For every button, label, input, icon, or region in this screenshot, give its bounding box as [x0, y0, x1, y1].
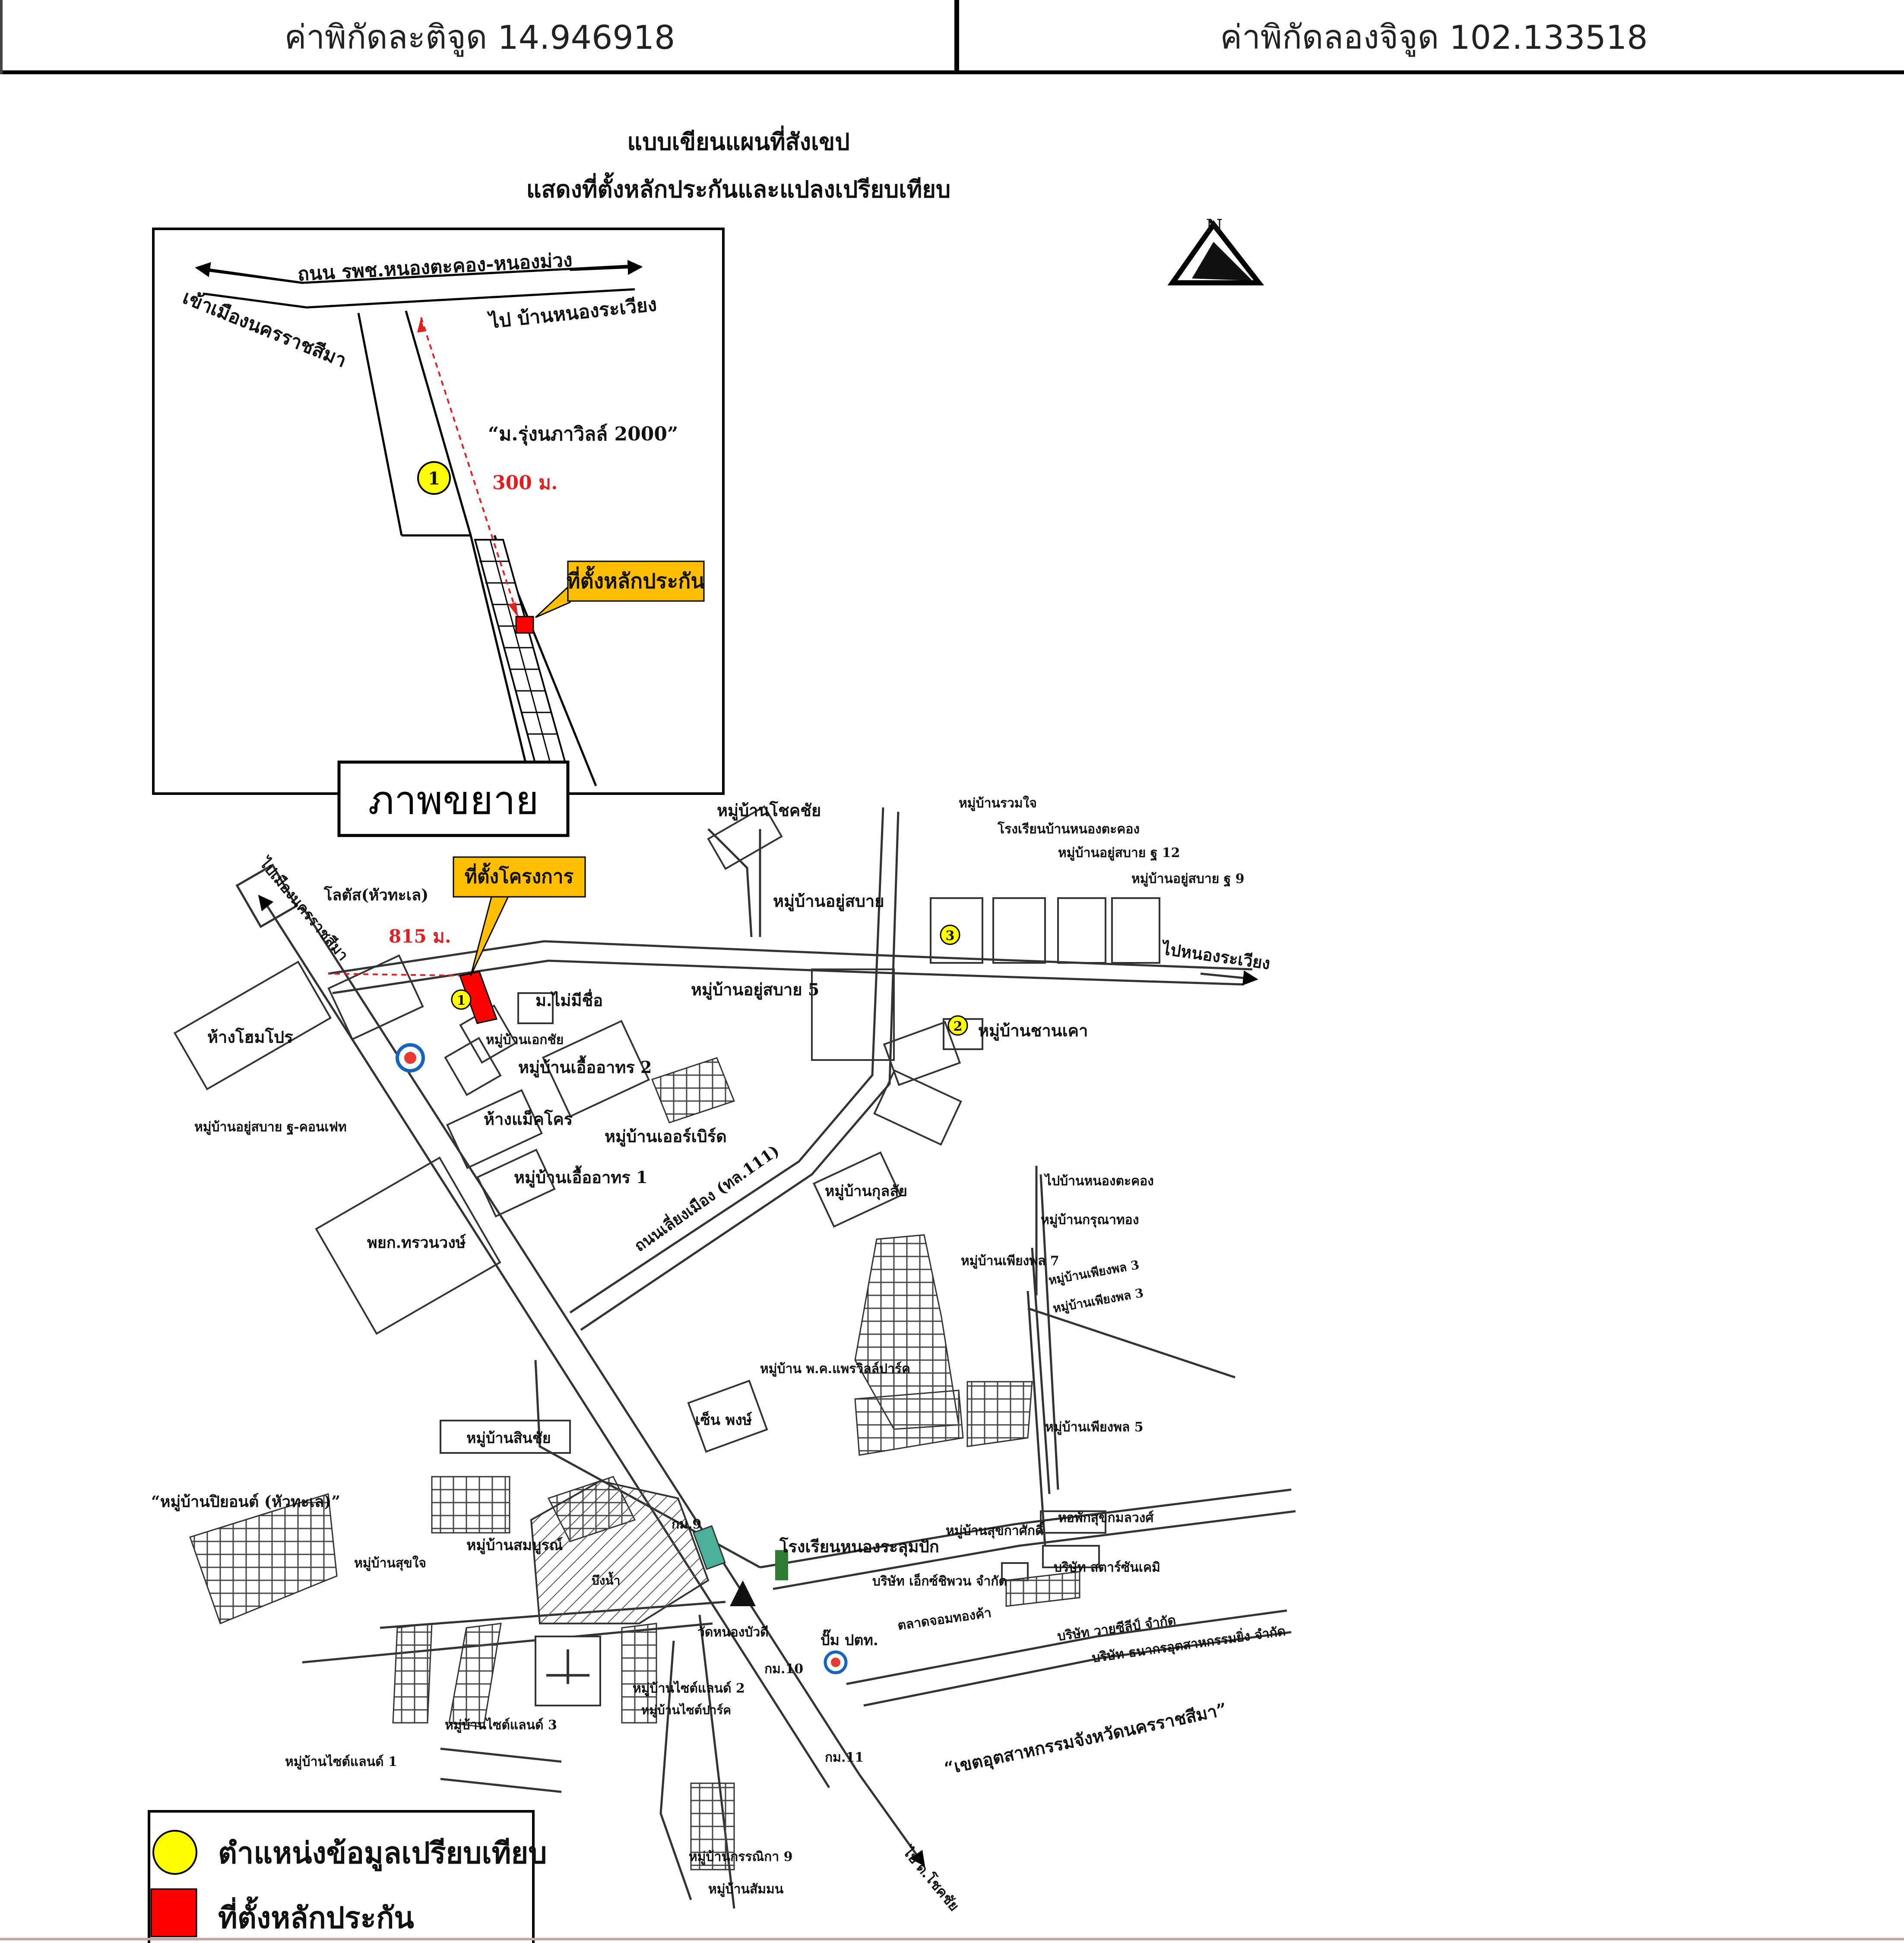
marker-3: 3: [940, 924, 960, 945]
map-title: แบบเขียนแผนที่สังเขป: [627, 128, 850, 155]
svg-text:2: 2: [954, 1019, 963, 1034]
map-subtitle: แสดงที่ตั้งหลักประกันและแปลงเปรียบเทียบ: [526, 175, 951, 203]
legend-red-square: [150, 1888, 197, 1937]
svg-text:หมู่บ้านสุขใจ: หมู่บ้านสุขใจ: [354, 1555, 426, 1571]
zoom-label-box: [337, 760, 570, 837]
svg-text:วัดหนองบัวดี: วัดหนองบัวดี: [697, 1625, 769, 1640]
svg-text:หมู่บ้านอยู่สบาย: หมู่บ้านอยู่สบาย: [773, 891, 884, 911]
svg-text:หมู่บ้านไซต์แลนด์ 3: หมู่บ้านไซต์แลนด์ 3: [445, 1717, 557, 1733]
longitude-cell: ค่าพิกัดลองจิจูด 102.133518: [954, 0, 1904, 74]
svg-text:หมู่บ้านกรรณิกา 9: หมู่บ้านกรรณิกา 9: [689, 1849, 793, 1865]
svg-text:หมู่บ้านชานเคา: หมู่บ้านชานเคา: [978, 1021, 1088, 1041]
svg-text:โลตัส(หัวทะเล): โลตัส(หัวทะเล): [323, 886, 428, 904]
gas-station-icon: [396, 1043, 425, 1073]
svg-text:บริษัท วายซีลีป์ จำกัด: บริษัท วายซีลีป์ จำกัด: [1056, 1613, 1177, 1644]
svg-text:หมู่บ้านสุขกาศักดิ์: หมู่บ้านสุขกาศักดิ์: [946, 1521, 1045, 1539]
svg-text:หมู่บ้านอยู่สบาย ฐ 12: หมู่บ้านอยู่สบาย ฐ 12: [1058, 845, 1180, 861]
inset-map: ที่ตั้งหลักประกัน 1 ถนน รพช.หนองตะคอง-หน…: [152, 228, 725, 795]
svg-text:หมู่บ้านเอื้ออาทร 2: หมู่บ้านเอื้ออาทร 2: [518, 1055, 652, 1078]
inset-village-name: “ม.รุ่งนภาวิลล์ 2000”: [488, 423, 678, 446]
legend-comparison-label: ตำแหน่งข้อมูลเปรียบเทียบ: [218, 1836, 547, 1872]
collateral-plot: [459, 971, 497, 1024]
legend-collateral-label: ที่ตั้งหลักประกัน: [218, 1896, 414, 1935]
svg-text:กม.10: กม.10: [764, 1661, 803, 1677]
svg-text:หมู่บ้านโชคชัย: หมู่บ้านโชคชัย: [717, 801, 821, 821]
svg-text:หมู่บ้าน พ.ค.แพรวิลล์ปาร์ค: หมู่บ้าน พ.ค.แพรวิลล์ปาร์ค: [760, 1361, 910, 1377]
svg-text:ไปบ้านหนองตะคอง: ไปบ้านหนองตะคอง: [1044, 1173, 1154, 1189]
legend-yellow-marker: [152, 1830, 197, 1875]
svg-text:พยก.ทรวนวงษ์: พยก.ทรวนวงษ์: [367, 1234, 466, 1252]
svg-text:หมู่บ้านเอื้ออาทร 1: หมู่บ้านเอื้ออาทร 1: [514, 1165, 647, 1188]
svg-text:หมู่บ้านเพียงพล 5: หมู่บ้านเพียงพล 5: [1045, 1420, 1144, 1435]
svg-text:หมู่บ้านกรุณาทอง: หมู่บ้านกรุณาทอง: [1041, 1212, 1139, 1228]
svg-text:บริษัท สตาร์ซันเคมิ: บริษัท สตาร์ซันเคมิ: [1054, 1560, 1160, 1575]
latitude-cell: ค่าพิกัดละติจูด 14.946918: [0, 0, 957, 74]
svg-text:บริษัท เอ็กซ์ชิพวน จำกัด: บริษัท เอ็กซ์ชิพวน จำกัด: [872, 1573, 1007, 1589]
school-icon: [775, 1550, 788, 1580]
svg-text:โรงเรียนหนองระลุมปัก: โรงเรียนหนองระลุมปัก: [779, 1537, 939, 1557]
inset-marker-1: [417, 461, 451, 495]
main-distance: 815 ม.: [389, 926, 451, 947]
pond-area: [530, 1480, 710, 1624]
svg-text:1: 1: [428, 468, 440, 489]
svg-text:หมู่บ้านไซต์แลนด์ 1: หมู่บ้านไซต์แลนด์ 1: [285, 1754, 397, 1770]
svg-text:หอพักสุขกมลวงศ์: หอพักสุขกมลวงศ์: [1058, 1510, 1154, 1526]
village-sinchai-box: [440, 1420, 571, 1454]
svg-text:3: 3: [946, 928, 955, 943]
svg-text:หมู่บ้านกุลลัย: หมู่บ้านกุลลัย: [825, 1183, 907, 1200]
inset-collateral-callout: [567, 560, 705, 602]
project-callout: [453, 856, 586, 898]
svg-text:หมู่บ้านสมบูรณ์: หมู่บ้านสมบูรณ์: [466, 1537, 563, 1554]
svg-text:ตลาดจอมทองค้า: ตลาดจอมทองค้า: [897, 1605, 992, 1633]
svg-text:1: 1: [457, 993, 466, 1008]
svg-text:ปั๊ม ปตท.: ปั๊ม ปตท.: [821, 1629, 878, 1649]
marker-2: 2: [947, 1015, 968, 1036]
svg-text:หมู่บ้านสัมมน: หมู่บ้านสัมมน: [708, 1882, 784, 1897]
svg-text:โรงเรียนบ้านหนองตะคอง: โรงเรียนบ้านหนองตะคอง: [997, 821, 1140, 837]
svg-text:หมู่บ้านไซต์แลนด์ 2: หมู่บ้านไซต์แลนด์ 2: [633, 1680, 745, 1696]
inset-distance: 300 ม.: [492, 472, 558, 494]
legend: ตำแหน่งข้อมูลเปรียบเทียบ ที่ตั้งหลักประก…: [148, 1810, 547, 1943]
svg-text:“หมู่บ้านปิยอนต์ (หัวทะเล)”: “หมู่บ้านปิยอนต์ (หัวทะเล)”: [151, 1493, 340, 1512]
compass-letter: N: [1206, 215, 1223, 237]
svg-text:หมู่บ้านเพียงพล 3: หมู่บ้านเพียงพล 3: [1047, 1257, 1140, 1288]
longitude-label: ค่าพิกัดลองจิจูด: [1220, 18, 1439, 56]
svg-text:ห้างแม็คโคร: ห้างแม็คโคร: [484, 1109, 573, 1129]
temple-icon: [730, 1580, 756, 1606]
project-callout-label: ที่ตั้งโครงการ: [465, 862, 574, 888]
zoom-label: ภาพขยาย: [368, 777, 539, 823]
svg-text:หมู่บ้านสินชัย: หมู่บ้านสินชัย: [466, 1430, 551, 1447]
svg-text:หมู่บ้านเอกชัย: หมู่บ้านเอกชัย: [486, 1032, 564, 1048]
marker-1: 1: [451, 989, 472, 1010]
svg-text:หมู่บ้านอยู่สบาย 5: หมู่บ้านอยู่สบาย 5: [691, 980, 819, 1000]
svg-text:หมู่บ้านเพียงพล 7: หมู่บ้านเพียงพล 7: [961, 1253, 1059, 1269]
svg-text:หมู่บ้านอยู่สบาย ฐ 9: หมู่บ้านอยู่สบาย ฐ 9: [1131, 871, 1245, 887]
north-arrow-icon: N: [1167, 215, 1264, 285]
svg-text:ห้างโฮมโปร: ห้างโฮมโปร: [207, 1027, 293, 1047]
svg-text:หมู่บ้านเออร์เบิร์ด: หมู่บ้านเออร์เบิร์ด: [605, 1127, 727, 1147]
svg-text:กม.11: กม.11: [825, 1750, 864, 1765]
svg-text:“เขตอุตสาหกรรมจังหวัดนครราชสีม: “เขตอุตสาหกรรมจังหวัดนครราชสีมา”: [942, 1699, 1229, 1780]
svg-text:ม.ไม่มีชื่อ: ม.ไม่มีชื่อ: [535, 989, 603, 1010]
svg-text:กม.9: กม.9: [672, 1517, 701, 1532]
inset-collateral-label: ที่ตั้งหลักประกัน: [567, 566, 705, 593]
svg-text:เซ็น พงษ์: เซ็น พงษ์: [695, 1411, 752, 1429]
gas-station-icon-south: [824, 1650, 848, 1674]
svg-text:หมู่บ้านอยู่สบาย ฐ-คอนเฟท: หมู่บ้านอยู่สบาย ฐ-คอนเฟท: [194, 1120, 347, 1136]
svg-text:บึงน้ำ: บึงน้ำ: [592, 1571, 620, 1588]
latitude-value: 14.946918: [497, 18, 675, 57]
svg-text:ถนนเลี่ยงเมือง (ทล.111): ถนนเลี่ยงเมือง (ทล.111): [630, 1140, 783, 1256]
svg-text:หมู่บ้านเพียงพล 3: หมู่บ้านเพียงพล 3: [1052, 1285, 1144, 1316]
latitude-label: ค่าพิกัดละติจูด: [284, 18, 488, 56]
inset-collateral-square: [515, 616, 534, 634]
coordinate-header: ค่าพิกัดละติจูด 14.946918 ค่าพิกัดลองจิจ…: [0, 0, 1904, 74]
svg-text:หมู่บ้านไซต์ปาร์ค: หมู่บ้านไซต์ปาร์ค: [641, 1703, 731, 1718]
main-map: [235, 807, 1296, 1909]
svg-text:ไป ด.โชคชัย: ไป ด.โชคชัย: [899, 1843, 963, 1914]
svg-text:หมู่บ้านรวมใจ: หมู่บ้านรวมใจ: [959, 795, 1037, 811]
longitude-value: 102.133518: [1449, 18, 1648, 57]
bottom-divider: [0, 1938, 1904, 1940]
